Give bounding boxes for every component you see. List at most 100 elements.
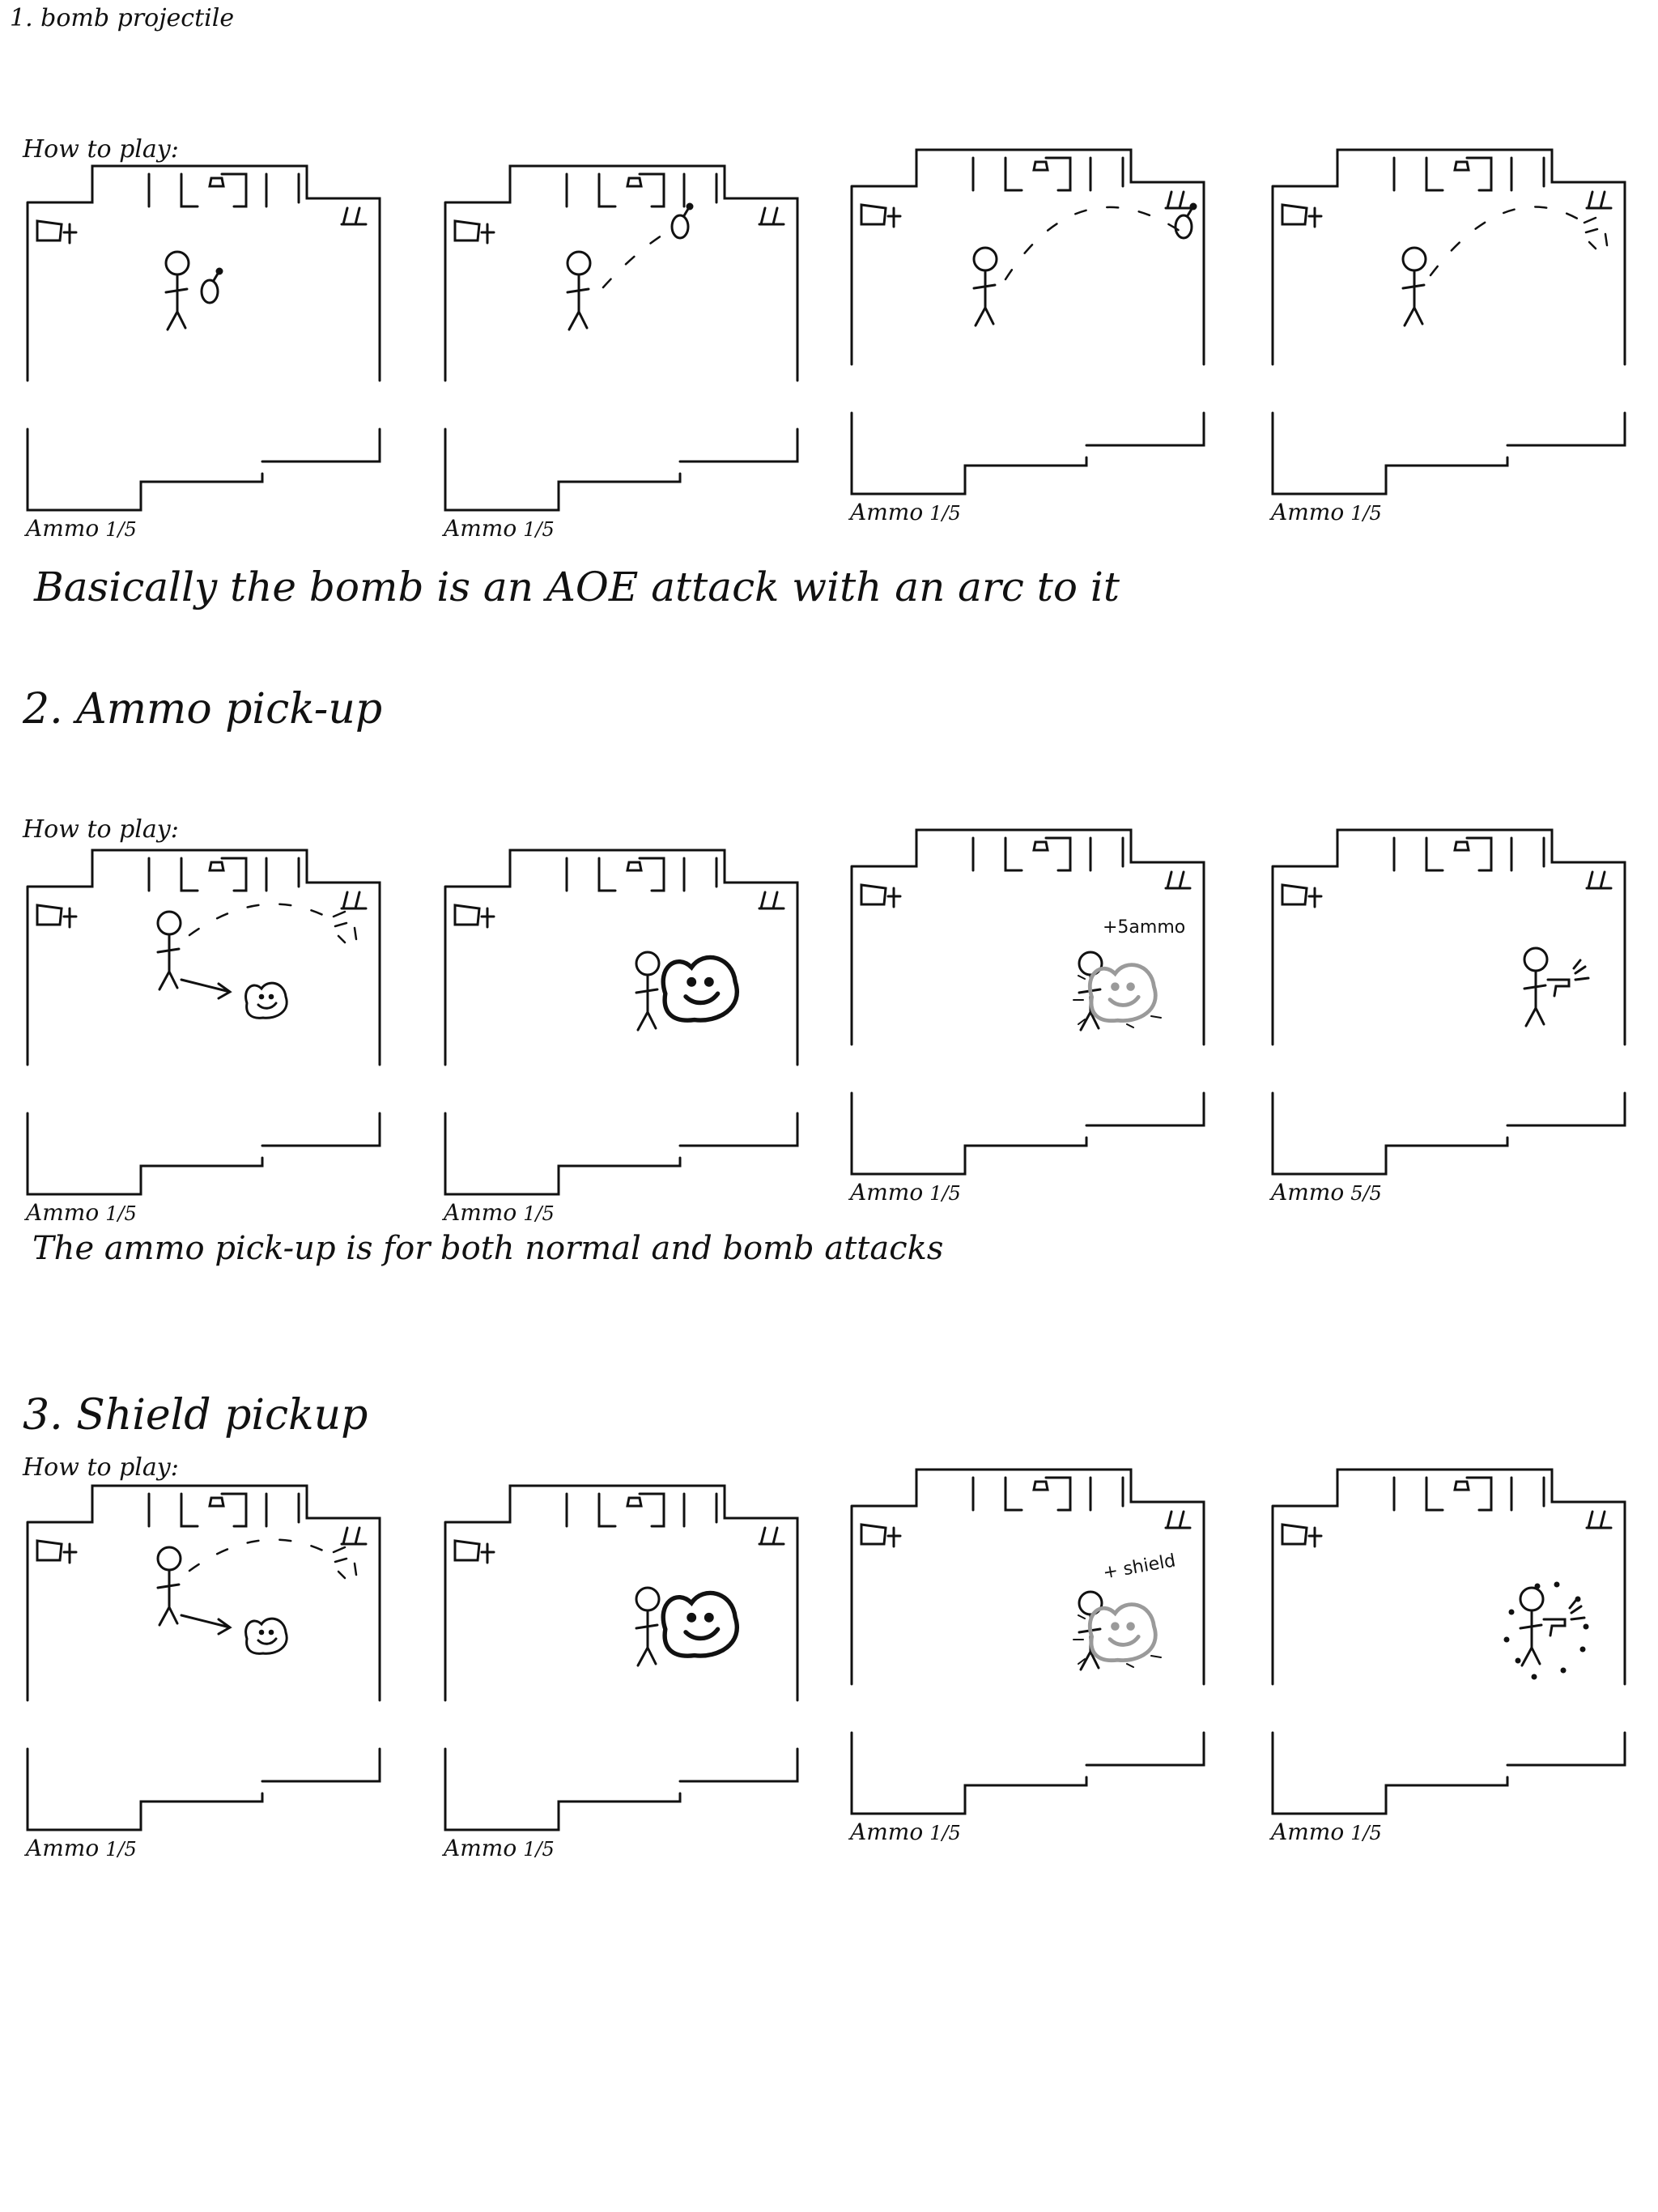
ammo-count: 1/5 <box>105 1838 137 1861</box>
wall-marks <box>973 838 1123 870</box>
ammo-label: Ammo <box>1271 1179 1344 1206</box>
wall-marks <box>1394 1478 1544 1510</box>
panel-s2-p3: +5ammoAmmo 1/5 <box>844 814 1232 1210</box>
left-icon <box>861 1525 900 1546</box>
pickup-blob-icon <box>663 957 737 1020</box>
room-walls <box>445 1486 797 1830</box>
door-icon <box>1455 842 1469 850</box>
wall-marks <box>149 1494 299 1526</box>
room-walls <box>445 850 797 1194</box>
pickup-blob-fading <box>1090 965 1155 1021</box>
wall-marks <box>1394 838 1544 870</box>
bomb-arc-trail <box>189 904 331 935</box>
top-right-icon <box>1587 1512 1611 1528</box>
top-right-icon <box>759 892 784 908</box>
left-icon <box>37 1541 76 1563</box>
wall-marks <box>1394 158 1544 190</box>
wall-outline <box>852 1470 1204 1814</box>
top-right-icon <box>342 1528 366 1544</box>
wall-outline <box>852 830 1204 1174</box>
section-3-title: 3. Shield pickup <box>23 1394 368 1436</box>
player-stick-figure <box>158 1547 181 1625</box>
left-icon <box>1282 1525 1321 1546</box>
ammo-label: Ammo <box>26 515 99 542</box>
player-stick-figure <box>1520 1588 1543 1665</box>
door-icon <box>1455 162 1469 170</box>
panel-s3-p3: + shieldAmmo1/5 <box>844 1453 1232 1850</box>
room-walls <box>445 166 797 510</box>
wall-outline <box>28 850 380 1194</box>
player-stick-figure <box>974 248 997 325</box>
left-icon <box>455 1541 494 1563</box>
move-arrow <box>181 1615 230 1634</box>
panel-s1-p3: Ammo 1/5 <box>844 134 1232 530</box>
wall-outline <box>445 850 797 1194</box>
ammo-count: 1/5 <box>1350 1822 1382 1844</box>
section-1-title: 1. bomb projectile <box>10 6 234 31</box>
room-walls <box>852 830 1204 1174</box>
ammo-hud: Ammo1/5 <box>444 1199 555 1226</box>
ammo-hud: Ammo 1/5 <box>444 1835 555 1861</box>
bomb-arc-trail <box>1431 207 1584 275</box>
player-stick-figure <box>166 252 189 330</box>
explosion-icon <box>1584 218 1607 249</box>
ammo-hud: Ammo 1/5 <box>26 1835 137 1861</box>
ammo-count: 1/5 <box>523 1838 555 1861</box>
game-room-sketch <box>1265 814 1653 1210</box>
gun-icon <box>1544 1600 1584 1636</box>
top-right-icon <box>342 892 366 908</box>
room-walls <box>28 1486 380 1830</box>
panel-s2-p1: Ammo 1/5 <box>19 834 408 1231</box>
player-stick-figure <box>1403 248 1426 325</box>
ammo-count: 1/5 <box>929 1822 961 1844</box>
room-walls <box>1273 830 1625 1174</box>
top-right-icon <box>759 1528 784 1544</box>
wall-outline <box>1273 830 1625 1174</box>
wall-outline <box>28 1486 380 1830</box>
ammo-hud: Ammo1/5 <box>1271 1819 1382 1845</box>
door-icon <box>210 1498 223 1506</box>
top-right-icon <box>1166 192 1190 208</box>
left-icon <box>1282 205 1321 227</box>
section-2-note: The ammo pick-up is for both normal and … <box>32 1232 943 1265</box>
ammo-label: Ammo <box>850 499 923 525</box>
bomb-icon <box>672 204 692 238</box>
top-right-icon <box>1166 872 1190 888</box>
wall-marks <box>567 174 716 206</box>
ammo-label: Ammo <box>850 1819 923 1845</box>
ammo-hud: Ammo1/5 <box>1271 499 1382 525</box>
left-icon <box>455 905 494 927</box>
pickup-float-text: +5ammo <box>1103 917 1185 938</box>
player-stick-figure <box>636 1588 659 1665</box>
player-stick-figure <box>158 912 181 989</box>
left-icon <box>1282 885 1321 907</box>
wall-marks <box>973 158 1123 190</box>
game-room-sketch <box>19 1470 408 1866</box>
game-room-sketch <box>437 1470 826 1866</box>
pickup-blob-icon <box>246 983 287 1018</box>
ammo-count: 1/5 <box>929 502 961 525</box>
ammo-count: 1/5 <box>929 1182 961 1205</box>
panel-s1-p2: Ammo1/5 <box>437 150 826 547</box>
wall-outline <box>1273 1470 1625 1814</box>
ammo-label: Ammo <box>850 1179 923 1206</box>
ammo-count: 1/5 <box>105 1202 137 1225</box>
ammo-count: 1/5 <box>105 518 137 541</box>
ammo-count: 1/5 <box>523 518 555 541</box>
ammo-hud: Ammo 1/5 <box>26 515 137 542</box>
room-walls <box>28 850 380 1194</box>
ammo-label: Ammo <box>444 1835 517 1861</box>
top-right-icon <box>1166 1512 1190 1528</box>
ammo-label: Ammo <box>26 1835 99 1861</box>
wall-marks <box>149 858 299 891</box>
ammo-label: Ammo <box>26 1199 99 1226</box>
panel-s2-p4: Ammo5/5 <box>1265 814 1653 1210</box>
game-room-sketch <box>1265 1453 1653 1850</box>
top-right-icon <box>759 208 784 224</box>
gun-icon <box>1548 960 1588 996</box>
game-room-sketch <box>19 150 408 547</box>
door-icon <box>627 178 641 186</box>
bomb-arc-trail <box>1005 207 1180 279</box>
ammo-hud: Ammo1/5 <box>444 515 555 542</box>
door-icon <box>210 862 223 870</box>
